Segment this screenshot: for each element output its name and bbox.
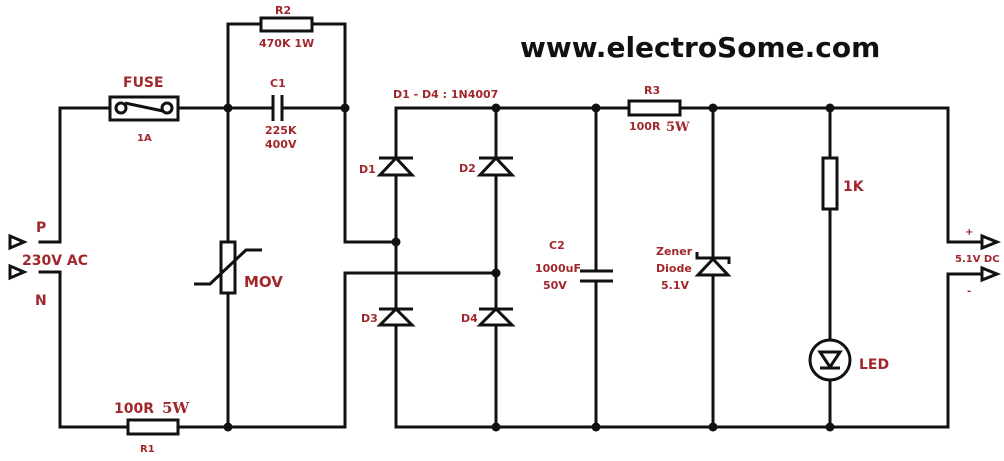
fuse-label: FUSE bbox=[123, 75, 164, 91]
mov-label: MOV bbox=[244, 273, 283, 291]
r1-resistor-symbol bbox=[126, 418, 180, 436]
output-terminal-minus bbox=[968, 265, 1002, 283]
c1-value: 225K bbox=[265, 124, 297, 137]
led-symbol bbox=[808, 338, 852, 382]
terminal-arrow-icon bbox=[8, 233, 28, 251]
output-minus-label: - bbox=[967, 286, 971, 297]
c2-label: C2 bbox=[549, 239, 565, 252]
d4-label: D4 bbox=[461, 312, 478, 325]
zener-label-line3: 5.1V bbox=[661, 279, 689, 292]
junction-dot bbox=[491, 268, 501, 278]
r2-label: R2 bbox=[275, 4, 291, 17]
junction-dot bbox=[825, 422, 835, 432]
c2-value: 1000uF bbox=[535, 262, 581, 275]
d2-diode-symbol bbox=[476, 155, 516, 177]
r2-value: 470K 1W bbox=[259, 37, 314, 50]
input-voltage-label: 230V AC bbox=[22, 253, 88, 269]
c2-voltage: 50V bbox=[543, 279, 567, 292]
junction-dot bbox=[708, 422, 718, 432]
output-terminal-plus bbox=[968, 233, 1002, 251]
junction-dot bbox=[491, 422, 501, 432]
r1-value-part2: 5W bbox=[162, 399, 190, 417]
c2-capacitor-symbol bbox=[580, 269, 613, 283]
c1-capacitor-symbol bbox=[271, 95, 284, 121]
website-title: www.electroSome.com bbox=[520, 31, 880, 64]
n-label: N bbox=[35, 293, 47, 309]
d1-diode-symbol bbox=[376, 155, 416, 177]
junction-dot bbox=[825, 103, 835, 113]
output-plus-label: + bbox=[965, 227, 973, 238]
zener-diode-symbol bbox=[694, 252, 732, 277]
r3-value-part2: 5W bbox=[666, 120, 690, 135]
r3-value-part1: 100R bbox=[629, 120, 661, 133]
r3-resistor-symbol bbox=[627, 99, 682, 117]
junction-dot bbox=[223, 422, 233, 432]
d1-label: D1 bbox=[359, 163, 376, 176]
c1-voltage: 400V bbox=[265, 138, 297, 151]
led-resistor-value: 1K bbox=[843, 179, 865, 195]
led-label: LED bbox=[859, 357, 889, 373]
junctions bbox=[223, 103, 835, 432]
c1-label: C1 bbox=[270, 77, 286, 90]
bridge-diode-note: D1 - D4 : 1N4007 bbox=[393, 88, 498, 101]
junction-dot bbox=[491, 103, 501, 113]
fuse-symbol bbox=[108, 95, 180, 122]
d4-diode-symbol bbox=[476, 306, 516, 327]
terminal-arrow-icon bbox=[8, 263, 28, 281]
p-label: P bbox=[36, 220, 46, 236]
junction-dot bbox=[591, 422, 601, 432]
mov-varistor-symbol bbox=[194, 240, 262, 295]
fuse-rating: 1A bbox=[137, 133, 152, 144]
junction-dot bbox=[708, 103, 718, 113]
junction-dot bbox=[340, 103, 350, 113]
junction-dot bbox=[591, 103, 601, 113]
zener-label-line1: Zener bbox=[656, 245, 693, 258]
r2-resistor-symbol bbox=[259, 16, 314, 33]
junction-dot bbox=[223, 103, 233, 113]
led-resistor-symbol bbox=[821, 156, 839, 211]
r3-label: R3 bbox=[644, 84, 660, 97]
terminal-arrow-icon bbox=[980, 265, 1002, 283]
r1-value-part1: 100R bbox=[114, 401, 154, 417]
terminal-arrow-icon bbox=[980, 233, 1002, 251]
d3-label: D3 bbox=[361, 312, 378, 325]
input-terminal-p bbox=[8, 233, 28, 251]
wires bbox=[38, 22, 972, 429]
r1-label: R1 bbox=[140, 444, 155, 455]
zener-label-line2: Diode bbox=[656, 262, 692, 275]
d3-diode-symbol bbox=[376, 306, 416, 327]
output-voltage-label: 5.1V DC bbox=[955, 254, 1000, 265]
input-terminal-n bbox=[8, 263, 28, 281]
junction-dot bbox=[391, 237, 401, 247]
d2-label: D2 bbox=[459, 162, 476, 175]
